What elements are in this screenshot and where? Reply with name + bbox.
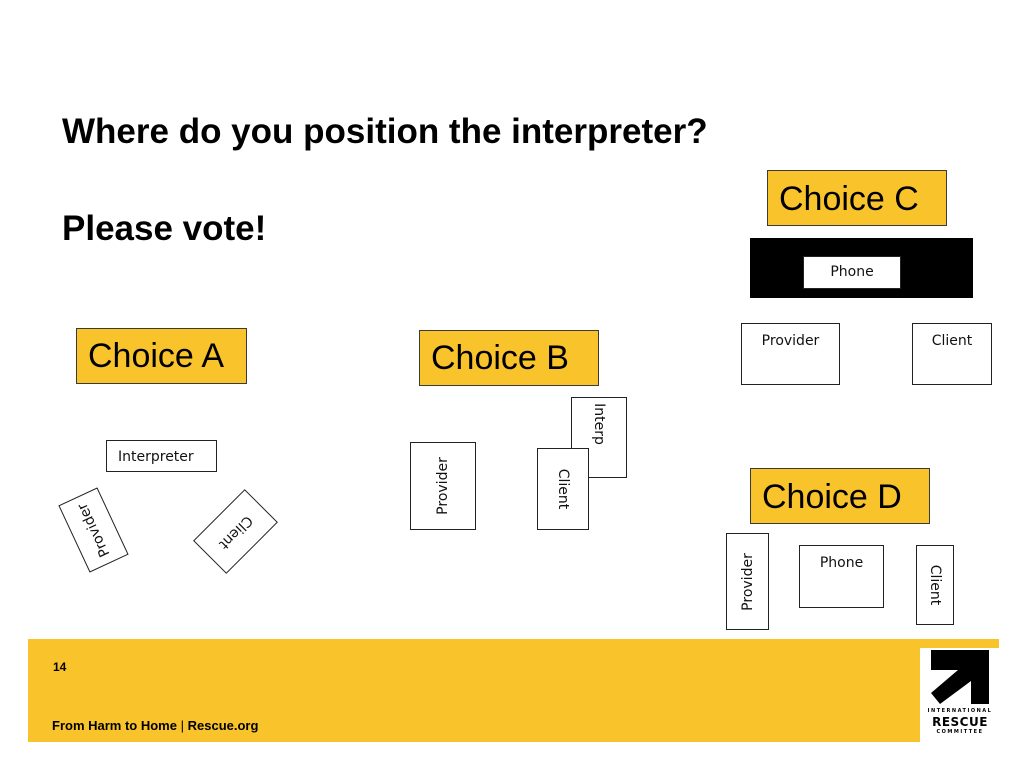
- choice-d-label: Choice D: [750, 468, 930, 524]
- logo-line-2: RESCUE: [932, 715, 988, 729]
- choice-a-interpreter-label: Interpreter: [118, 449, 194, 465]
- choice-d-phone-box: Phone: [799, 545, 884, 608]
- choice-a-interpreter-box: Interpreter: [106, 440, 217, 472]
- choice-d-phone-label: Phone: [819, 555, 864, 571]
- slide-title: Where do you position the interpreter?: [62, 112, 708, 151]
- footer-tagline: From Harm to Home: [52, 718, 177, 733]
- choice-c-phone-label: Phone: [830, 264, 874, 280]
- choice-a-label: Choice A: [76, 328, 247, 384]
- choice-c-client-label: Client: [931, 333, 973, 349]
- choice-a-client-label: Client: [215, 511, 256, 552]
- choice-b-label: Choice B: [419, 330, 599, 386]
- irc-logo: INTERNATIONAL RESCUE COMMITTEE: [920, 648, 1000, 744]
- irc-logo-mark-icon: [931, 650, 989, 704]
- choice-c-label: Choice C: [767, 170, 947, 226]
- choice-a-client-box: Client: [193, 489, 278, 574]
- choice-b-client-label: Client: [555, 468, 571, 510]
- logo-line-1: INTERNATIONAL: [927, 708, 993, 714]
- choice-a-provider-box: Provider: [58, 487, 129, 573]
- footer-text: From Harm to Home | Rescue.org: [52, 718, 258, 733]
- choice-c-phone-box: Phone: [803, 256, 901, 289]
- choice-b-provider-label: Provider: [435, 457, 451, 515]
- footer-site: Rescue.org: [187, 718, 259, 733]
- slide-subtitle: Please vote!: [62, 209, 267, 248]
- choice-b-interp-label: Interp: [591, 403, 607, 445]
- choice-d-client-label: Client: [927, 564, 943, 606]
- slide-number: 14: [53, 660, 67, 674]
- logo-line-3: COMMITTEE: [936, 729, 984, 735]
- choice-b-provider-box: Provider: [410, 442, 476, 530]
- footer-separator: |: [180, 718, 184, 733]
- choice-d-provider-box: Provider: [726, 533, 769, 630]
- choice-b-client-box: Client: [537, 448, 589, 530]
- choice-c-table: Phone: [750, 238, 973, 298]
- footer-band: 14 From Harm to Home | Rescue.org: [28, 639, 999, 742]
- choice-d-client-box: Client: [916, 545, 954, 625]
- choice-a-provider-label: Provider: [74, 500, 113, 560]
- choice-c-provider-box: Provider: [741, 323, 840, 385]
- choice-d-provider-label: Provider: [739, 552, 756, 611]
- choice-c-provider-label: Provider: [761, 333, 820, 349]
- choice-c-client-box: Client: [912, 323, 992, 385]
